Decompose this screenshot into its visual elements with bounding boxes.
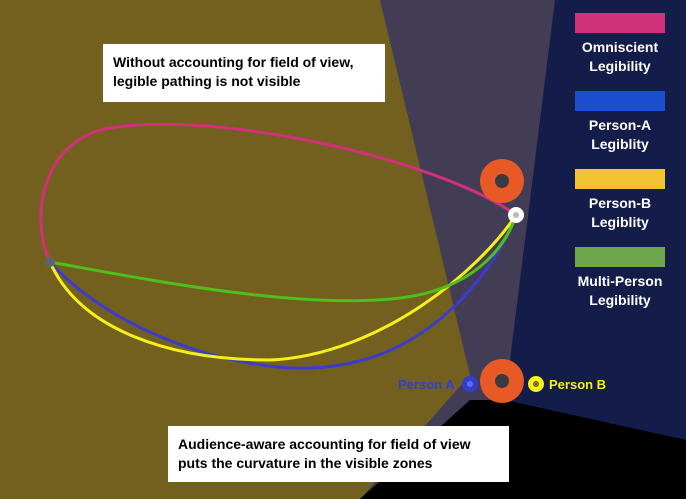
- legend-label-person-b: Person-B Legiblity: [588, 195, 652, 230]
- start-marker: [45, 257, 55, 267]
- path-omniscient: [39, 122, 517, 263]
- legend-item-omniscient: Omniscient Legibility: [568, 13, 672, 76]
- legend-item-person-a: Person-A Legiblity: [568, 91, 672, 154]
- legend-swatch-multi-person: [575, 247, 665, 267]
- legend-item-person-b: Person-B Legiblity: [568, 169, 672, 232]
- path-person-a: [48, 214, 518, 370]
- legend-label-multi-person: Multi-Person Legibility: [577, 273, 663, 308]
- person-b-label: Person B: [549, 377, 607, 392]
- person-a-marker-center: [467, 381, 473, 387]
- legend-item-multi-person: Multi-Person Legibility: [568, 247, 672, 310]
- callout-without-fov: Without accounting for field of view, le…: [103, 44, 385, 102]
- goal-marker-lower-center: [495, 374, 509, 388]
- callout-audience-aware: Audience-aware accounting for field of v…: [168, 426, 509, 482]
- legend-swatch-omniscient: [575, 13, 665, 33]
- path-multi-person: [49, 214, 518, 303]
- legend-swatch-person-b: [575, 169, 665, 189]
- path-person-b: [48, 214, 518, 362]
- endpoint-marker-center: [513, 212, 519, 218]
- legend-label-person-a: Person-A Legiblity: [588, 117, 652, 152]
- fov-person-b-region: [360, 0, 686, 499]
- person-a-label: Person A: [398, 377, 455, 392]
- person-b-marker-center: [533, 381, 539, 387]
- legend-label-omniscient: Omniscient Legibility: [581, 39, 659, 74]
- legend-swatch-person-a: [575, 91, 665, 111]
- goal-marker-upper-center: [495, 174, 509, 188]
